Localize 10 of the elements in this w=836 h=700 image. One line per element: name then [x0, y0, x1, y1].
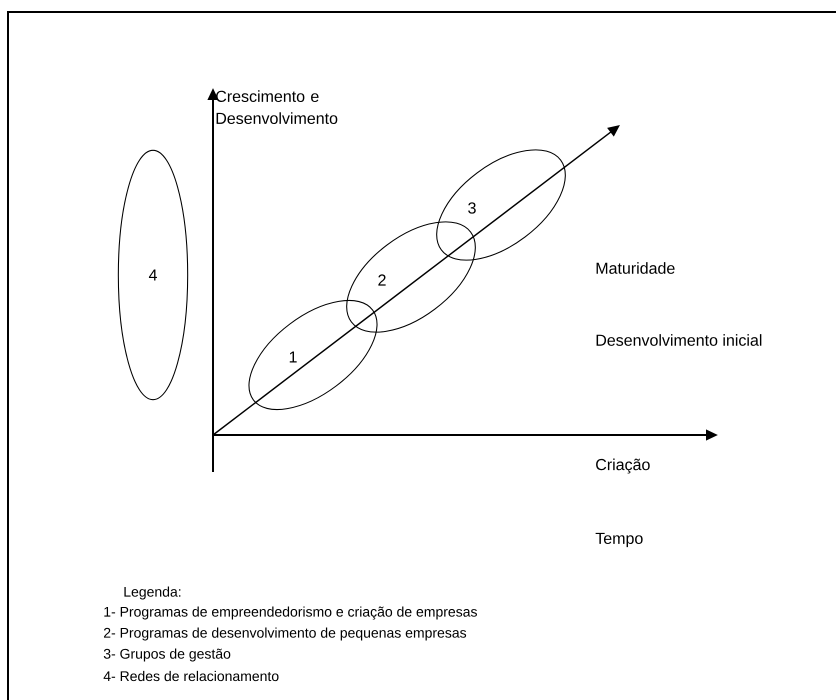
text-label: 4- Redes de relacionamento: [104, 670, 279, 682]
text-label: Legenda:: [124, 586, 180, 600]
axis-label: Crescimento e Desenvolvimento: [216, 90, 338, 124]
text-label: 2- Programas de desenvolvimento de pequenas empresas: [104, 627, 466, 641]
text-label: 1- Programas de empreendedorismo e criação de empresas: [104, 606, 477, 620]
text-label: Desenvolvimento inicial: [596, 334, 762, 346]
text-label: Maturidade: [596, 262, 675, 274]
text-label: Tempo: [596, 532, 643, 548]
text-label: 3- Grupos de gestão: [104, 648, 230, 662]
text-label: Criação: [596, 458, 650, 474]
